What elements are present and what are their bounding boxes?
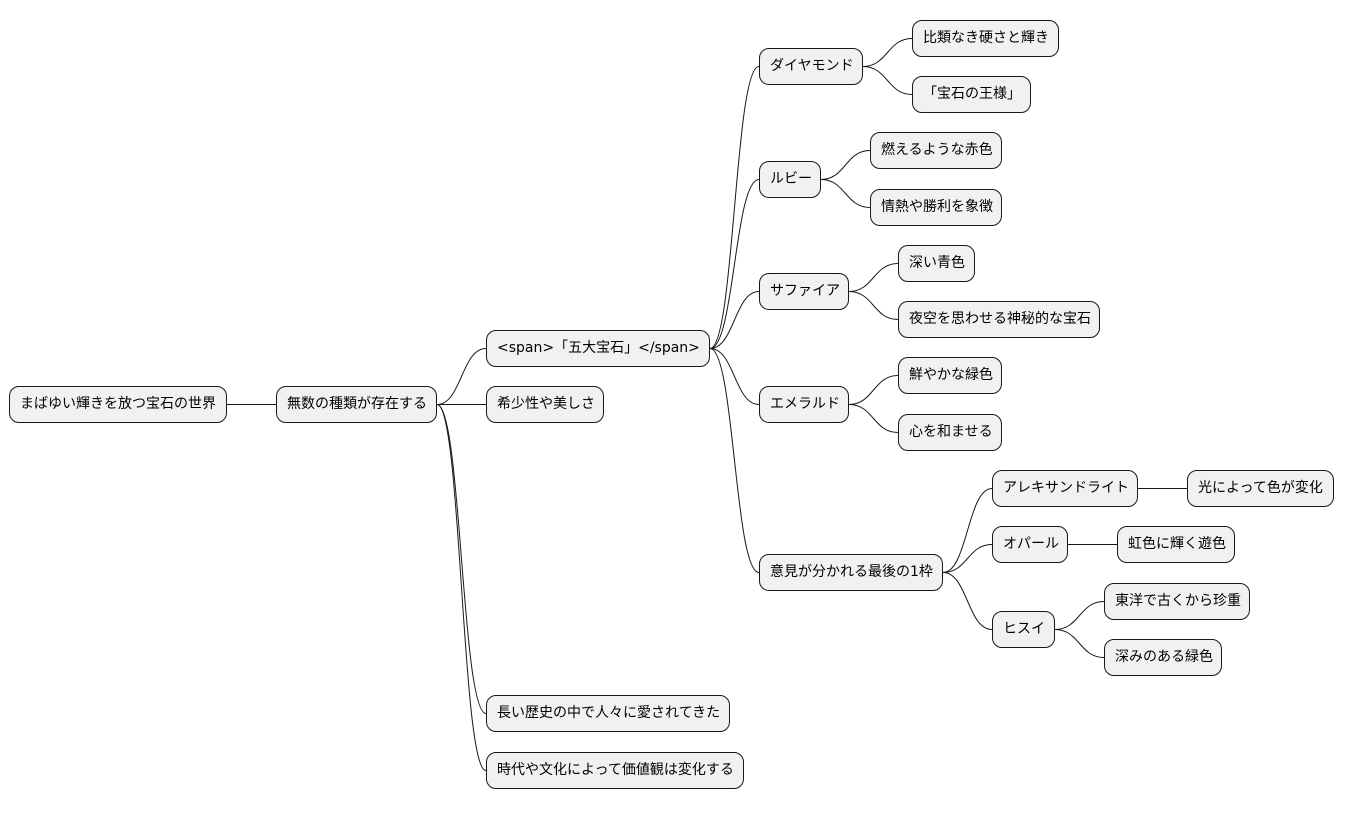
node-jade-green: 深みのある緑色 [1104,639,1222,676]
node-jade-treasure: 東洋で古くから珍重 [1104,583,1250,620]
edge-emerald-emerald_calm [848,404,899,433]
edge-diamond-diamond_king [862,66,913,95]
node-opal-rainbow: 虹色に輝く遊色 [1117,526,1235,563]
node-five-gems: <span>「五大宝石」</span> [486,330,710,367]
node-culture: 時代や文化によって価値観は変化する [486,752,744,789]
node-emerald: エメラルド [759,386,849,423]
node-alexandrite-change: 光によって色が変化 [1187,470,1334,507]
node-emerald-green: 鮮やかな緑色 [898,357,1002,394]
node-sapphire-mystic: 夜空を思わせる神秘的な宝石 [898,301,1100,338]
node-variety: 無数の種類が存在する [276,386,437,423]
node-jade: ヒスイ [992,611,1055,648]
edge-variety-culture [436,404,487,771]
edge-jade-jade_green [1054,629,1105,658]
node-ruby: ルビー [759,161,821,198]
edge-emerald-emerald_green [848,375,899,405]
node-alexandrite: アレキサンドライト [992,470,1138,507]
edge-variety-history [436,404,487,714]
edge-sapphire-sapphire_blue [848,263,899,292]
edge-ruby-ruby_red [820,150,871,180]
edge-last_slot-jade [942,572,993,630]
edge-last_slot-alexandrite [942,488,993,573]
node-opal: オパール [992,526,1068,563]
edge-five_gems-emerald [709,348,760,405]
node-diamond-hardness: 比類なき硬さと輝き [912,20,1059,57]
edge-five_gems-ruby [709,179,760,349]
node-sapphire-blue: 深い青色 [898,245,975,282]
edge-five_gems-diamond [709,66,760,349]
edge-jade-jade_treasure [1054,601,1105,630]
node-ruby-red: 燃えるような赤色 [870,132,1002,169]
node-emerald-calm: 心を和ませる [898,414,1002,451]
edge-variety-five_gems [436,348,487,405]
node-rarity: 希少性や美しさ [486,386,604,423]
node-root: まばゆい輝きを放つ宝石の世界 [9,386,227,423]
edge-diamond-diamond_hardness [862,38,913,67]
node-diamond: ダイヤモンド [759,48,863,85]
node-last-slot: 意見が分かれる最後の1枠 [759,554,943,591]
edge-five_gems-last_slot [709,348,760,573]
node-diamond-king: 「宝石の王様」 [912,76,1031,113]
node-ruby-symbol: 情熱や勝利を象徴 [870,189,1002,226]
edge-ruby-ruby_symbol [820,179,871,208]
edge-sapphire-sapphire_mystic [848,291,899,320]
edge-last_slot-opal [942,544,993,573]
edge-five_gems-sapphire [709,291,760,349]
node-history: 長い歴史の中で人々に愛されてきた [486,695,730,732]
node-sapphire: サファイア [759,273,849,310]
